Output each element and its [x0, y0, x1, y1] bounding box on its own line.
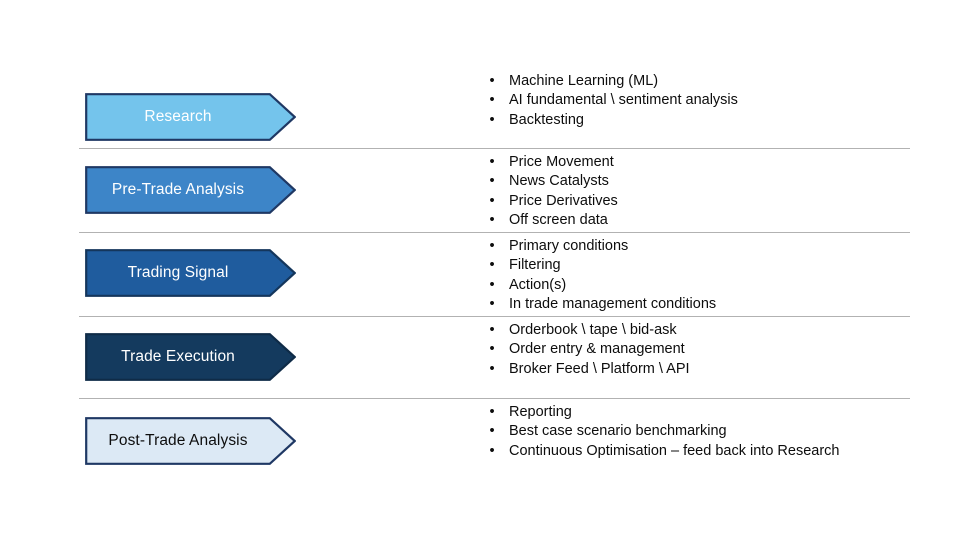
list-item: • Broker Feed \ Platform \ API [483, 360, 923, 379]
bullet-marker: • [489, 192, 495, 209]
list-item-label: Filtering [509, 257, 561, 274]
bullet-marker: • [489, 442, 495, 459]
list-item: • News Catalysts [483, 172, 923, 191]
list-item: • Action(s) [483, 276, 923, 295]
list-item: • AI fundamental \ sentiment analysis [483, 91, 923, 110]
stage-chevron[interactable]: Post-Trade Analysis [85, 417, 296, 465]
list-item-label: Reporting [509, 404, 572, 420]
stage-bullet-list: •Primary conditions•Filtering•Action(s)•… [483, 237, 923, 314]
bullet-marker: • [489, 423, 495, 440]
list-item-label: Price Derivatives [509, 192, 618, 209]
list-item: • Orderbook \ tape \ bid-ask [483, 321, 923, 340]
bullet-marker: • [489, 211, 495, 228]
list-item-label: Best case scenario benchmarking [509, 423, 727, 440]
stage-chevron[interactable]: Trading Signal [85, 249, 296, 297]
list-item-label: Continuous Optimisation – feed back into… [509, 442, 840, 459]
list-item: • Reporting [483, 403, 923, 422]
bullet-marker: • [489, 295, 495, 312]
list-item: • In trade management conditions [483, 295, 923, 314]
list-item: • Continuous Optimisation – feed back int… [483, 442, 923, 461]
bullet-marker: • [489, 73, 495, 89]
bullet-marker: • [489, 341, 495, 358]
list-item-label: Backtesting [509, 111, 584, 128]
list-item-label: In trade management conditions [509, 295, 717, 312]
bullet-marker: • [489, 360, 495, 377]
list-item: • Filtering [483, 256, 923, 275]
list-item-label: Orderbook \ tape \ bid-ask [509, 322, 677, 338]
stage-bullet-list: • Reporting • Best case scenario benchmarki… [483, 403, 923, 461]
list-item: • Price Movement [483, 153, 923, 172]
stage-divider [79, 148, 910, 149]
bullet-marker: • [489, 322, 495, 338]
list-item-label: Off screen data [509, 211, 608, 228]
list-item: • Primary conditions [483, 237, 923, 256]
bullet-marker: • [489, 276, 495, 293]
bullet-marker: • [489, 173, 495, 190]
list-item-label: Broker Feed \ Platform \ API [509, 360, 690, 377]
stage-chevron[interactable]: Pre-Trade Analysis [85, 166, 296, 214]
list-item: • Off screen data [483, 211, 923, 230]
stage-divider [79, 232, 910, 233]
list-item-label: Action(s) [509, 276, 567, 293]
list-item-label: Machine Learning (ML) [509, 73, 659, 89]
bullet-marker: • [489, 92, 495, 109]
stage-bullet-list: • Price Movement • News Catalysts • Price Der… [483, 153, 923, 230]
list-item: • Price Derivatives [483, 192, 923, 211]
stage-divider [79, 316, 910, 317]
list-item: • Order entry & management [483, 340, 923, 359]
stage-chevron[interactable]: Trade Execution [85, 333, 296, 381]
stage-divider [79, 398, 910, 399]
stage-bullet-list: • Orderbook \ tape \ bid-ask • Order entry … [483, 321, 923, 379]
bullet-marker: • [489, 154, 495, 170]
list-item: • Machine Learning (ML) [483, 72, 923, 91]
list-item-label: AI fundamental \ sentiment analysis [509, 92, 738, 109]
stage-chevron[interactable]: Research [85, 93, 296, 141]
list-item-label: Price Movement [509, 154, 614, 170]
list-item: • Best case scenario benchmarking [483, 422, 923, 441]
list-item-label: Primary conditions [509, 238, 629, 254]
list-item-label: News Catalysts [509, 173, 609, 190]
stage-bullet-list: • Machine Learning (ML) • AI fundamental \ … [483, 72, 923, 130]
bullet-marker: • [489, 111, 495, 128]
bullet-marker: • [489, 257, 495, 274]
list-item-label: Order entry & management [509, 341, 685, 358]
bullet-marker: • [489, 238, 495, 254]
list-item: • Backtesting [483, 111, 923, 130]
bullet-marker: • [489, 404, 495, 420]
